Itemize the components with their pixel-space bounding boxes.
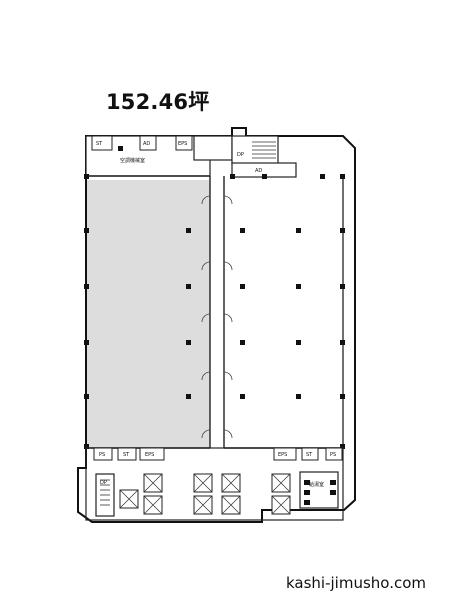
label-eps-top: EPS xyxy=(178,141,187,147)
label-ps-bottom: PS xyxy=(99,452,105,458)
leased-area-label: 152.46坪 xyxy=(106,90,210,114)
label-st-bottom-right: ST xyxy=(306,452,313,458)
room-eps-top xyxy=(175,135,193,151)
room-ps-bottom xyxy=(93,447,113,461)
label-ad-top: AD xyxy=(143,141,150,147)
lower-core-outline xyxy=(85,447,344,521)
stairs-top xyxy=(252,141,276,159)
room-ad-top xyxy=(139,135,157,151)
room-eps-bottom-left xyxy=(139,447,165,461)
leased-area-highlight xyxy=(86,180,210,448)
label-kitchenette: 給湯室 xyxy=(309,481,324,488)
label-ps-bottom-right: PS xyxy=(330,452,336,458)
label-st-top: ST xyxy=(96,141,103,147)
stair-bottom-left-lines xyxy=(100,479,110,506)
room-st-top xyxy=(91,135,113,151)
corridor-doors xyxy=(201,195,233,439)
label-st-bottom: ST xyxy=(123,452,130,458)
label-door-top: DP xyxy=(237,152,244,158)
label-machine-room: 空調機械室 xyxy=(120,157,145,164)
toilet-fixtures xyxy=(304,480,336,505)
central-core-top xyxy=(193,135,233,161)
label-dp-bottom: DP xyxy=(100,480,107,486)
label-eps-bottom-left: EPS xyxy=(145,452,154,458)
building-outline xyxy=(77,127,356,523)
room-ps-bottom-right xyxy=(325,447,343,461)
room-st-bottom-right xyxy=(301,447,319,461)
elevator-cross-lines xyxy=(119,473,291,515)
elevator-shafts xyxy=(119,473,291,515)
website-url: kashi-jimusho.com xyxy=(286,574,427,592)
label-ad-core: AD xyxy=(255,168,262,174)
room-st-bottom xyxy=(117,447,137,461)
room-eps-bottom-right xyxy=(273,447,297,461)
label-eps-bottom-right: EPS xyxy=(278,452,287,458)
structural-columns xyxy=(84,146,345,449)
